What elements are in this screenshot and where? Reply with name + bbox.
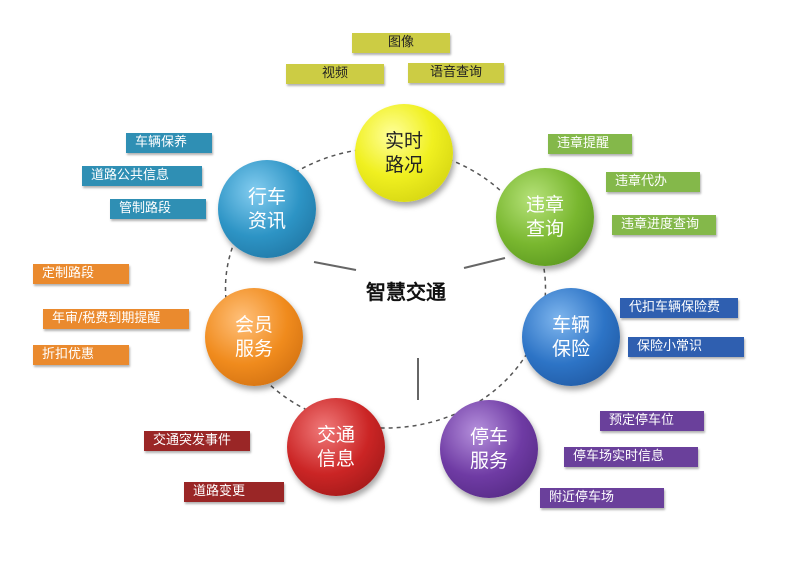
tag-restricted-road[interactable]: 管制路段: [110, 199, 206, 219]
tag-violation-progress[interactable]: 违章进度查询: [612, 215, 716, 235]
tag-voice-query[interactable]: 语音查询: [408, 63, 504, 83]
node-violation-query[interactable]: 违章 查询: [496, 168, 594, 266]
center-title: 智慧交通: [366, 280, 446, 304]
node-realtime-traffic[interactable]: 实时 路况: [355, 104, 453, 202]
tag-nearby-parking[interactable]: 附近停车场: [540, 488, 664, 508]
tag-insurance-deduction[interactable]: 代扣车辆保险费: [620, 298, 738, 318]
node-member-service[interactable]: 会员 服务: [205, 288, 303, 386]
node-driving-news[interactable]: 行车 资讯: [218, 160, 316, 258]
tag-road-change[interactable]: 道路变更: [184, 482, 284, 502]
tag-image[interactable]: 图像: [352, 33, 450, 53]
node-vehicle-insurance[interactable]: 车辆 保险: [522, 288, 620, 386]
tag-violation-agent[interactable]: 违章代办: [606, 172, 700, 192]
tag-vehicle-maintenance[interactable]: 车辆保养: [126, 133, 212, 153]
tag-parking-realtime[interactable]: 停车场实时信息: [564, 447, 698, 467]
tag-public-road-info[interactable]: 道路公共信息: [82, 166, 202, 186]
tag-traffic-incident[interactable]: 交通突发事件: [144, 431, 250, 451]
node-parking-service[interactable]: 停车 服务: [440, 400, 538, 498]
tag-insurance-tips[interactable]: 保险小常识: [628, 337, 744, 357]
center-spoke: [313, 261, 357, 271]
node-traffic-info[interactable]: 交通 信息: [287, 398, 385, 496]
tag-inspection-reminder[interactable]: 年审/税费到期提醒: [43, 309, 189, 329]
tag-discount[interactable]: 折扣优惠: [33, 345, 129, 365]
center-spoke: [463, 257, 506, 269]
tag-reserve-parking[interactable]: 预定停车位: [600, 411, 704, 431]
tag-custom-route[interactable]: 定制路段: [33, 264, 129, 284]
tag-violation-reminder[interactable]: 违章提醒: [548, 134, 632, 154]
tag-video[interactable]: 视频: [286, 64, 384, 84]
